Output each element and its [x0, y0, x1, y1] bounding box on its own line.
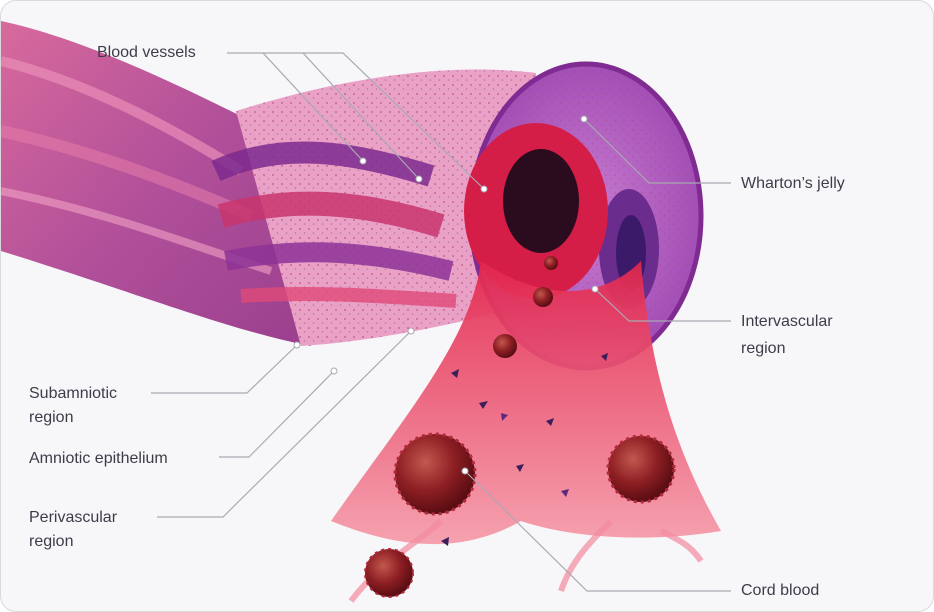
- inner-vessel: [241, 294, 456, 301]
- blood-cell: [544, 256, 558, 270]
- blood-cell: [493, 334, 517, 358]
- label-perivascular-line1: Perivascular: [29, 507, 199, 528]
- label-perivascular-region: Perivascular region: [29, 507, 199, 552]
- label-intervascular-line1: Intervascular: [741, 311, 911, 332]
- label-perivascular-line2: region: [29, 531, 199, 552]
- label-whartons-jelly: Wharton’s jelly: [741, 173, 845, 194]
- blood-cell: [533, 287, 553, 307]
- leader-dot: [592, 286, 598, 292]
- leader-dot: [408, 328, 414, 334]
- label-cord-blood: Cord blood: [741, 580, 819, 601]
- label-intervascular-line2: region: [741, 338, 911, 359]
- leader-dot: [581, 116, 587, 122]
- label-subamniotic-line1: Subamniotic: [29, 383, 199, 404]
- leader-dot: [481, 186, 487, 192]
- leader-dot: [331, 368, 337, 374]
- artery-lumen: [503, 149, 579, 253]
- blood-cell: [365, 549, 413, 597]
- leader-dot: [462, 468, 468, 474]
- blood-cell: [608, 436, 674, 502]
- leader-dot: [360, 158, 366, 164]
- label-subamniotic-line2: region: [29, 407, 199, 428]
- blood-cell: [395, 434, 475, 514]
- leader-dot: [416, 176, 422, 182]
- label-intervascular-region: Intervascular region: [741, 311, 911, 359]
- label-amniotic-epithelium: Amniotic epithelium: [29, 448, 168, 469]
- label-blood-vessels: Blood vessels: [97, 42, 196, 63]
- label-subamniotic-region: Subamniotic region: [29, 383, 199, 428]
- leader-amniotic-epithelium: [219, 371, 334, 457]
- leader-dot: [294, 342, 300, 348]
